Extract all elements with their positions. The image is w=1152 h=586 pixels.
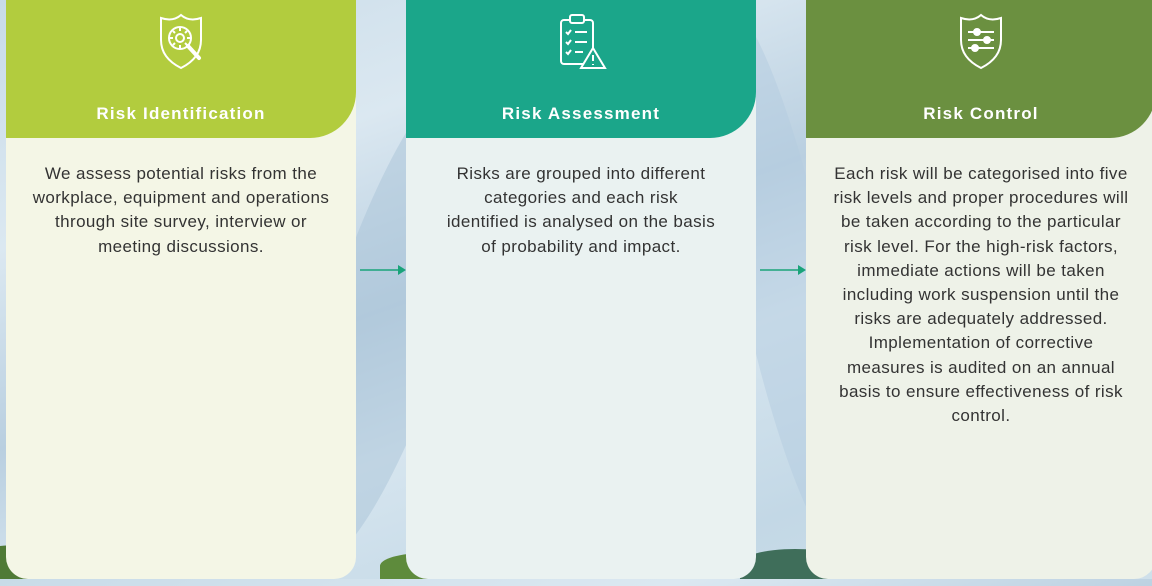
shield-magnifier-gear-icon xyxy=(153,12,209,74)
clipboard-warning-icon xyxy=(553,12,609,74)
shield-sliders-icon xyxy=(953,12,1009,74)
step-description: Risks are grouped into different categor… xyxy=(446,164,716,256)
step-card-risk-assessment: Risk Assessment Risks are grouped into d… xyxy=(406,0,756,579)
step-title: Risk Identification xyxy=(96,104,266,123)
step-title: Risk Control xyxy=(923,104,1039,123)
step-card-risk-control: Risk Control Each risk will be categoris… xyxy=(806,0,1152,579)
step-description: We assess potential risks from the workp… xyxy=(32,164,330,256)
step-description: Each risk will be categorised into five … xyxy=(833,164,1129,426)
step-card-header: Risk Control xyxy=(806,0,1152,138)
step-title: Risk Assessment xyxy=(501,104,661,123)
step-card-risk-identification: Risk Identification We assess potential … xyxy=(6,0,356,579)
step-card-header: Risk Assessment xyxy=(406,0,756,138)
step-card-header: Risk Identification xyxy=(6,0,356,138)
connector-arrow xyxy=(760,265,806,275)
connector-arrow xyxy=(360,265,406,275)
